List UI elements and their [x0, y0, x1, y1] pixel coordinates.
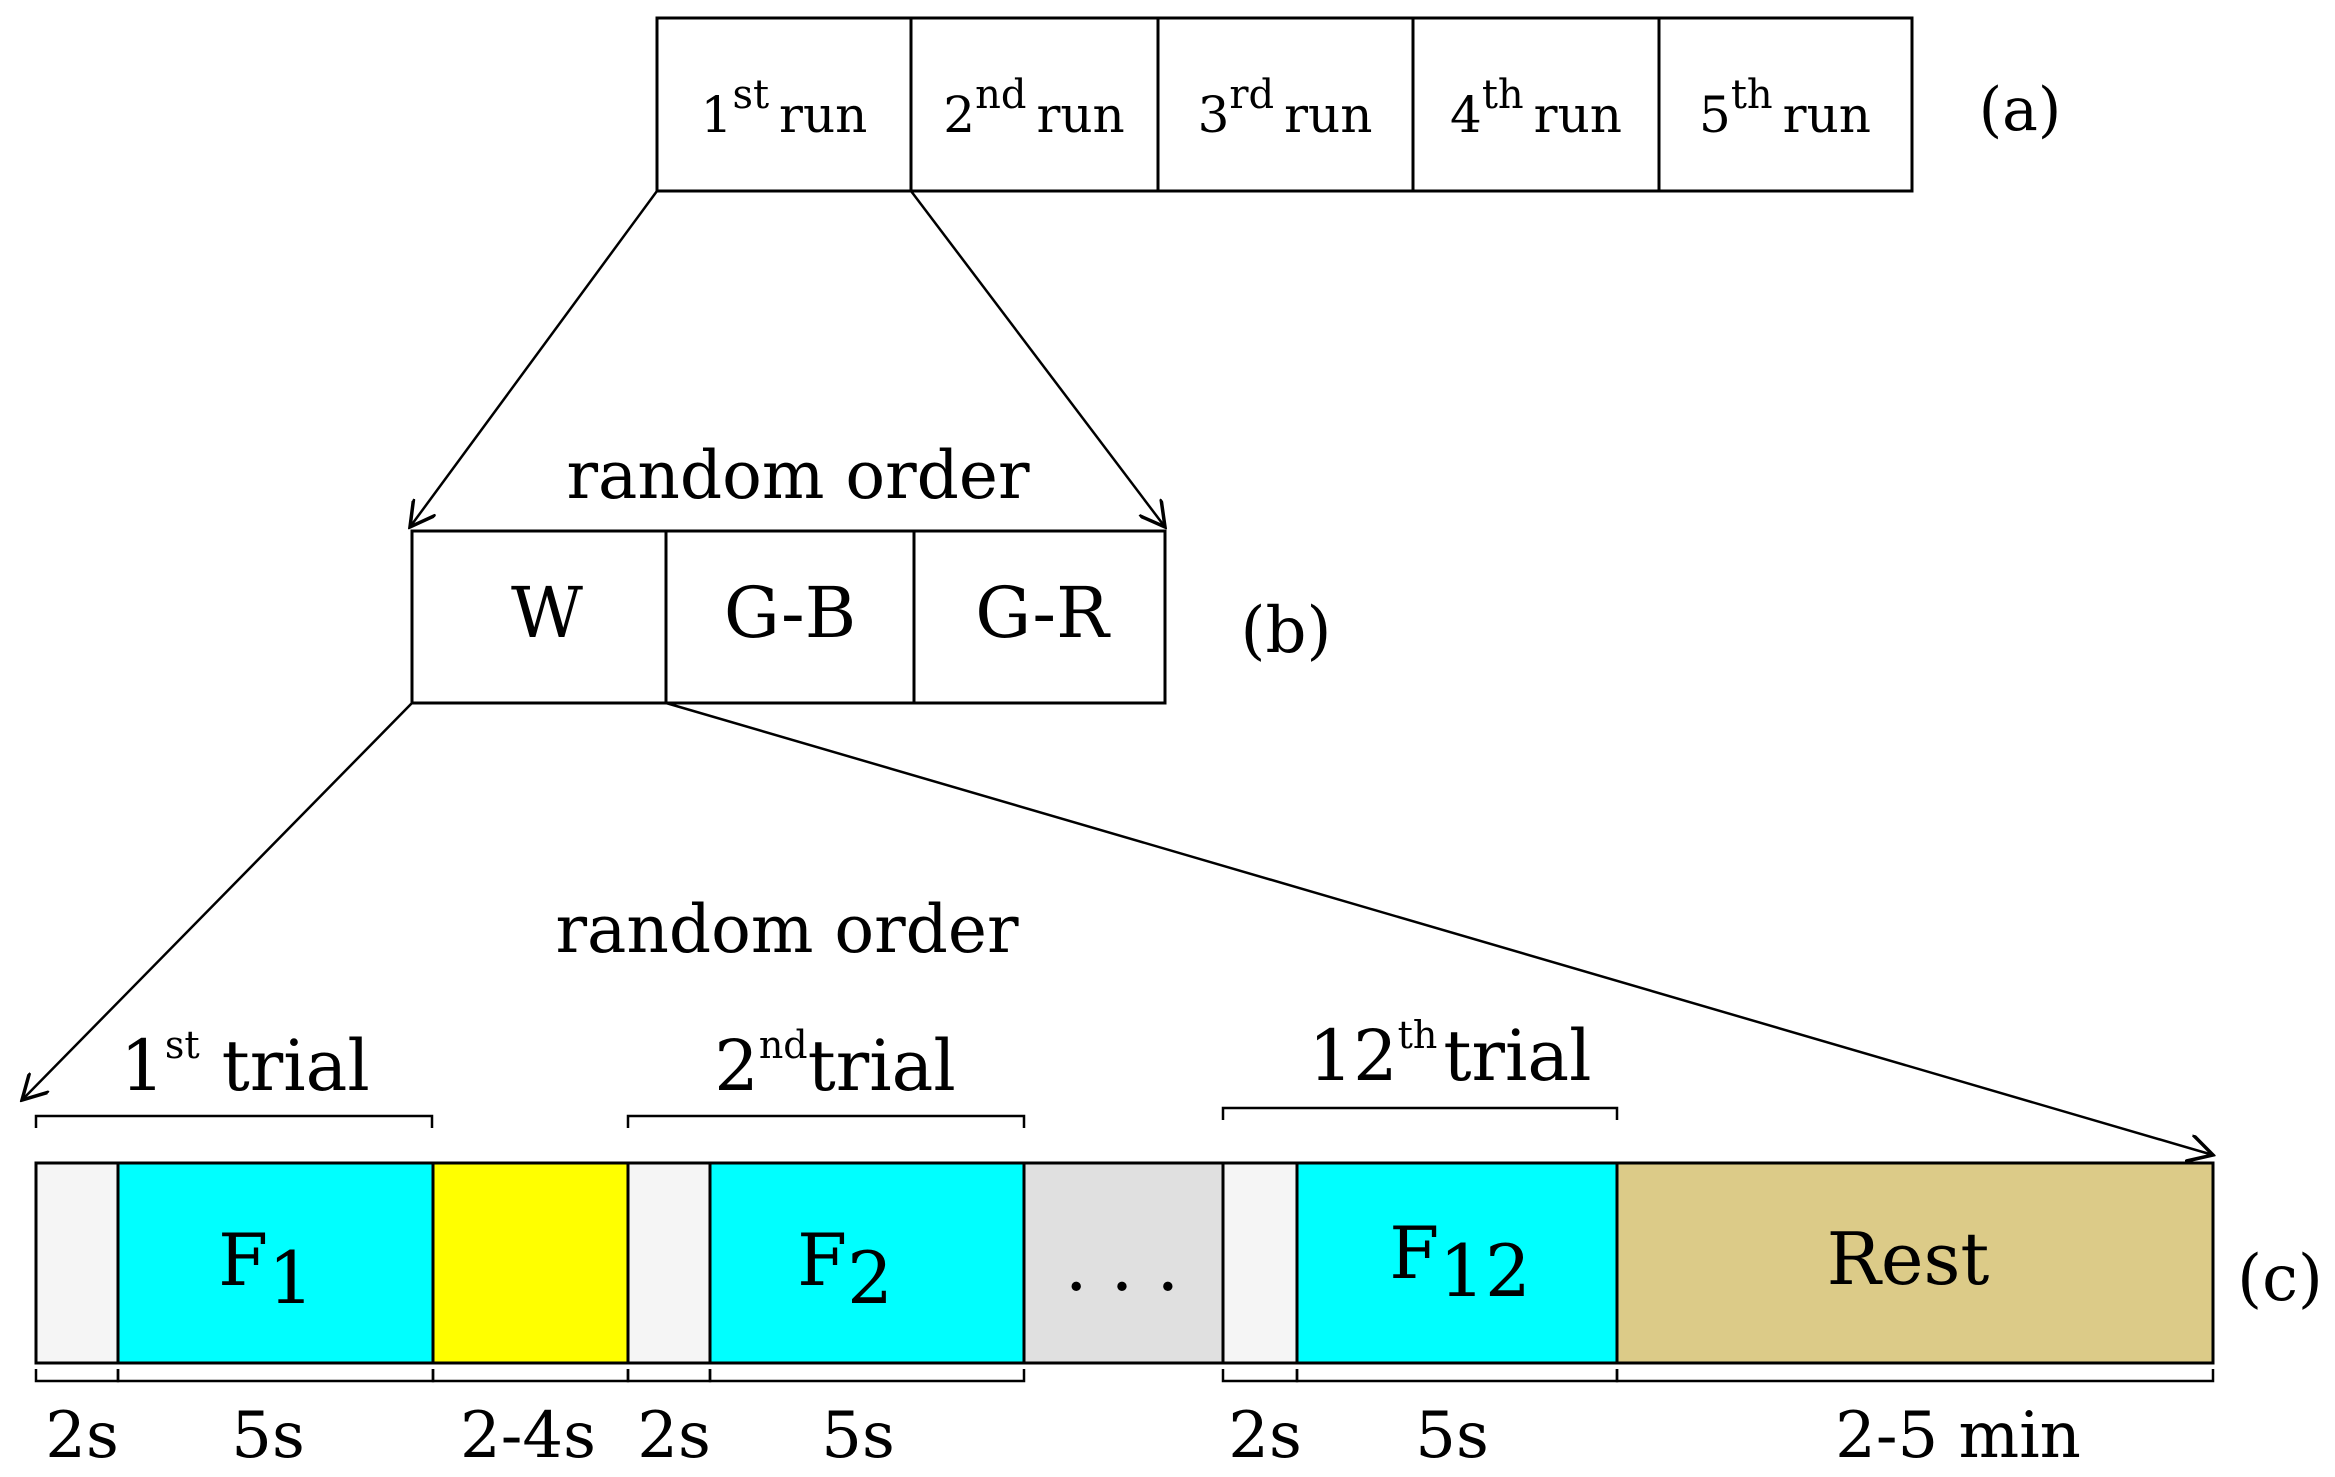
stimulus-segment-f2 [708, 1161, 1026, 1365]
duration-label-1: 2s [45, 1399, 119, 1473]
expand-arrow-left-a [410, 190, 659, 527]
duration-bracket-8 [1615, 1369, 2215, 1383]
trial-label-2: 2ndtrial [714, 1023, 955, 1107]
duration-bracket-6 [1221, 1369, 1299, 1383]
stimulus-label-f1: F1 [218, 1218, 314, 1320]
trial-bracket-1 [34, 1114, 434, 1128]
stimulus-label-f12: F12 [1389, 1211, 1531, 1313]
random-order-label-c: random order [555, 891, 1019, 968]
run-cell-3 [1156, 16, 1415, 193]
timeline-bar: F1 F2 . . . F12 Rest [34, 1161, 2215, 1365]
duration-bracket-2 [116, 1369, 435, 1383]
run-cell-5 [1657, 16, 1914, 193]
expand-arrow-right-a [910, 190, 1165, 527]
panel-label-c: (c) [2237, 1242, 2323, 1316]
duration-label-3: 2-4s [460, 1399, 596, 1473]
run-cell-4 [1411, 16, 1661, 193]
random-order-label-b: random order [566, 437, 1030, 514]
fixation-segment-12 [1221, 1161, 1299, 1365]
condition-label-gr: G-R [975, 572, 1111, 654]
interval-segment [431, 1161, 630, 1365]
panel-label-a: (a) [1979, 75, 2062, 145]
duration-label-4: 2s [637, 1399, 711, 1473]
duration-label-5: 5s [821, 1399, 895, 1473]
ellipsis-label: . . . [1065, 1223, 1179, 1307]
fixation-segment-1 [34, 1161, 120, 1365]
trial-bracket-12 [1221, 1106, 1619, 1120]
duration-brackets [34, 1369, 2215, 1383]
stimulus-segment-f1 [116, 1161, 435, 1365]
duration-label-2: 5s [231, 1399, 305, 1473]
stimulus-label-f2: F2 [797, 1218, 893, 1320]
fixation-segment-2 [626, 1161, 712, 1365]
duration-label-8: 2-5 min [1835, 1399, 2081, 1473]
duration-bracket-1 [34, 1369, 120, 1383]
rest-segment [1615, 1161, 2215, 1365]
duration-bracket-5 [708, 1369, 1026, 1383]
condition-cell-gr [912, 529, 1167, 705]
trial-label-12: 12thtrial [1309, 1013, 1592, 1097]
ellipsis-segment [1022, 1161, 1225, 1365]
duration-bracket-7 [1295, 1369, 1619, 1383]
duration-bracket-4 [626, 1369, 712, 1383]
expand-arrow-left-b [22, 702, 413, 1100]
run-cell-2 [909, 16, 1160, 193]
duration-bracket-3 [431, 1369, 630, 1383]
duration-label-7: 5s [1415, 1399, 1489, 1473]
trial-bracket-2 [626, 1114, 1026, 1128]
expand-arrow-right-b [665, 701, 2213, 1155]
panel-label-b: (b) [1241, 594, 1332, 668]
duration-label-6: 2s [1228, 1399, 1302, 1473]
condition-cell-w [410, 529, 668, 705]
condition-label-w: W [511, 572, 583, 654]
condition-label-gb: G-B [724, 572, 856, 654]
stimulus-segment-f12 [1295, 1161, 1619, 1365]
conditions-row: W G-B G-R [410, 529, 1167, 705]
run-cell-1 [655, 16, 913, 193]
rest-label: Rest [1827, 1217, 1990, 1301]
condition-cell-gb [664, 529, 916, 705]
